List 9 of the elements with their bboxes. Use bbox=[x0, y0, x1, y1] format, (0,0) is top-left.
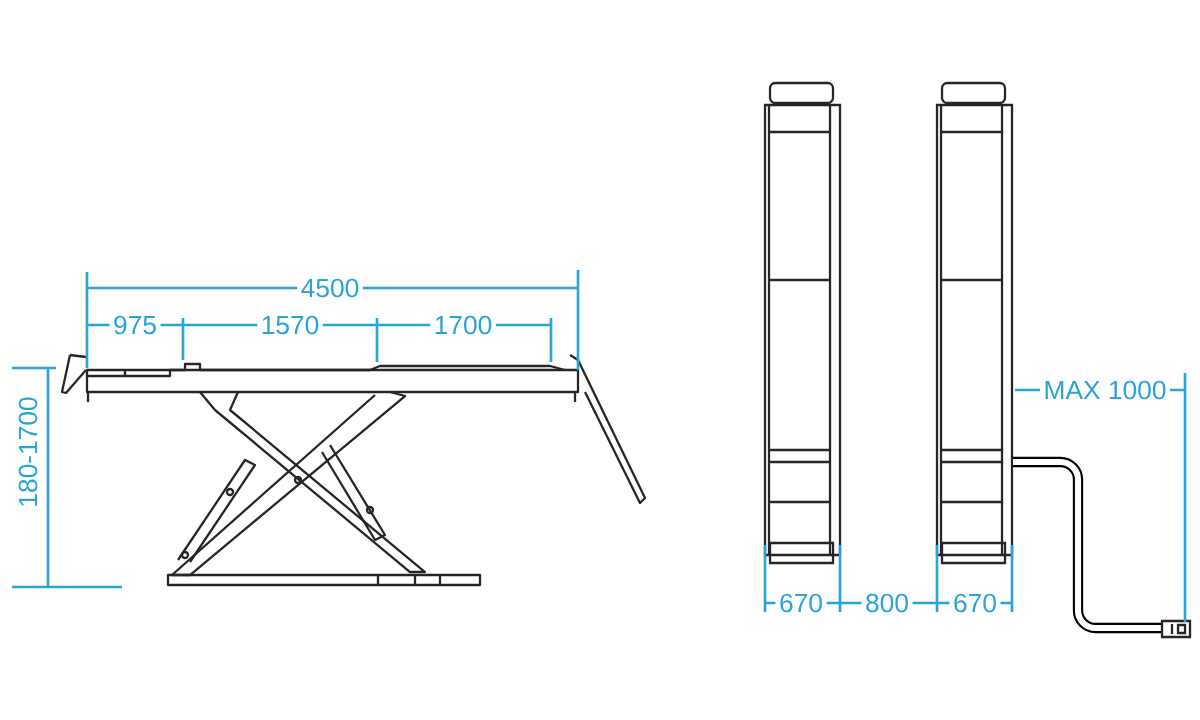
dimension-label: 975 bbox=[109, 312, 161, 338]
dimension-label: 4500 bbox=[297, 275, 363, 301]
dimension-label: MAX 1000 bbox=[1039, 377, 1171, 403]
dimension-label: 670 bbox=[949, 590, 1001, 616]
dimension-label: 800 bbox=[861, 590, 913, 616]
dimension-label: 1570 bbox=[257, 312, 323, 338]
dimension-label: 180-1700 bbox=[15, 392, 41, 512]
dimension-label: 670 bbox=[775, 590, 827, 616]
dimension-label: 1700 bbox=[430, 312, 496, 338]
